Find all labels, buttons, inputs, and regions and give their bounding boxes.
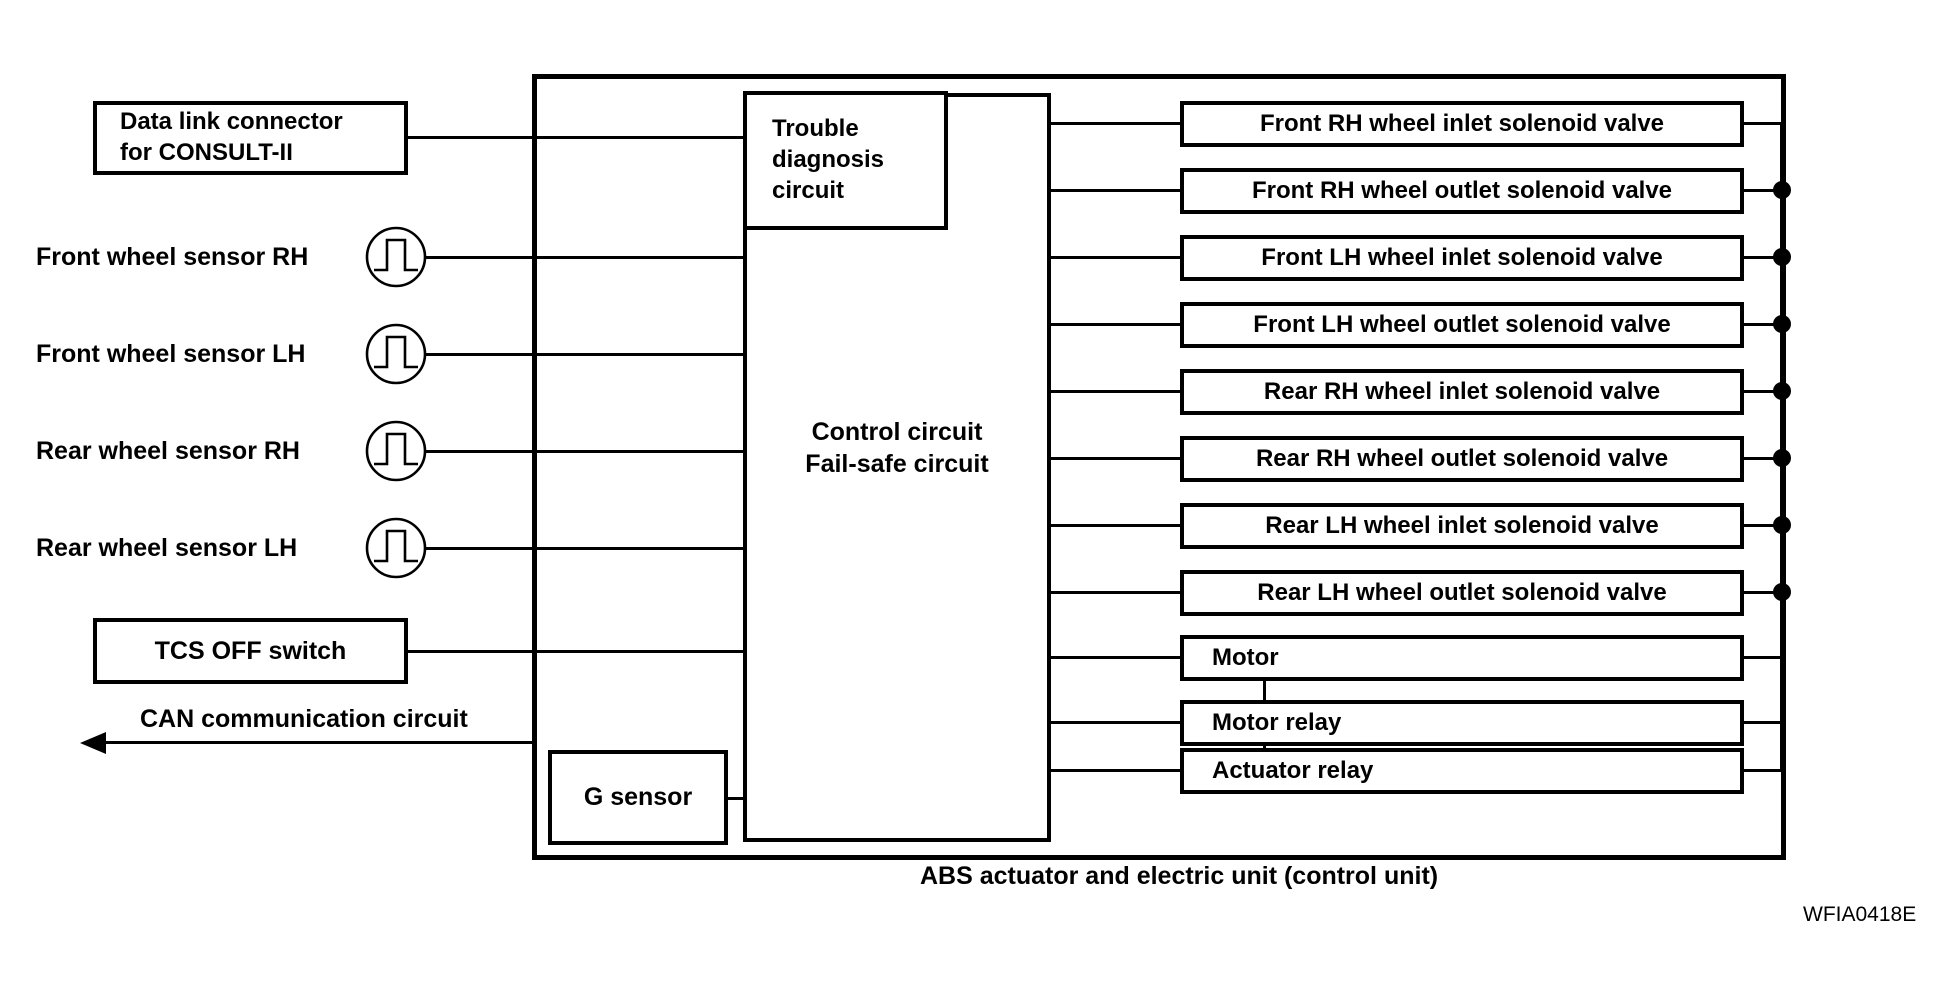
bus-junction-dot-1 (1773, 181, 1791, 199)
output-box-7[interactable]: Rear LH wheel outlet solenoid valve (1180, 570, 1744, 616)
wire-sensor-3-to-control (424, 547, 743, 550)
can-communication-label: CAN communication circuit (140, 705, 468, 733)
wire-output-10-to-bus (1742, 769, 1782, 772)
output-box-8[interactable]: Motor (1180, 635, 1744, 681)
wire-control-to-output-7 (1048, 591, 1182, 594)
output-box-0[interactable]: Front RH wheel inlet solenoid valve (1180, 101, 1744, 147)
wire-sensor-2-to-control (424, 450, 743, 453)
output-label-7: Rear LH wheel outlet solenoid valve (1257, 579, 1667, 606)
sensor-label-2: Rear wheel sensor RH (36, 437, 300, 465)
output-box-5[interactable]: Rear RH wheel outlet solenoid valve (1180, 436, 1744, 482)
bus-junction-dot-7 (1773, 583, 1791, 601)
wire-control-to-output-2 (1048, 256, 1182, 259)
wire-output-8-to-bus (1742, 656, 1782, 659)
data-link-connector-label: Data link connector for CONSULT-II (120, 108, 343, 166)
sensor-label-3: Rear wheel sensor LH (36, 534, 298, 562)
wire-output-5-to-bus (1742, 457, 1782, 460)
wire-sensor-1-to-control (424, 353, 743, 356)
pulse-sensor-icon (365, 420, 427, 482)
wire-output-0-to-bus (1742, 122, 1782, 125)
output-box-6[interactable]: Rear LH wheel inlet solenoid valve (1180, 503, 1744, 549)
wire-sensor-0-to-control (424, 256, 743, 259)
wire-control-to-output-0 (1048, 122, 1182, 125)
trouble-diagnosis-circuit-box: Trouble diagnosis circuit (743, 91, 948, 230)
output-label-8: Motor (1212, 644, 1279, 671)
wire-output-1-to-bus (1742, 189, 1782, 192)
output-box-1[interactable]: Front RH wheel outlet solenoid valve (1180, 168, 1744, 214)
wire-output-2-to-bus (1742, 256, 1782, 259)
bus-junction-dot-3 (1773, 315, 1791, 333)
wire-control-to-output-8 (1048, 656, 1182, 659)
output-box-2[interactable]: Front LH wheel inlet solenoid valve (1180, 235, 1744, 281)
output-label-6: Rear LH wheel inlet solenoid valve (1265, 512, 1659, 539)
pulse-sensor-icon (365, 323, 427, 385)
sensor-label-1: Front wheel sensor LH (36, 340, 306, 368)
wire-can-line (105, 741, 535, 744)
trouble-diagnosis-label: Trouble diagnosis circuit (772, 115, 885, 204)
output-label-0: Front RH wheel inlet solenoid valve (1259, 110, 1665, 137)
g-sensor-box: G sensor (548, 750, 728, 845)
can-arrow-icon (80, 732, 106, 754)
output-label-2: Front LH wheel inlet solenoid valve (1261, 244, 1663, 271)
wire-control-to-output-1 (1048, 189, 1182, 192)
output-label-9: Motor relay (1212, 709, 1342, 736)
wire-control-to-output-9 (1048, 721, 1182, 724)
wire-control-to-output-5 (1048, 457, 1182, 460)
tcs-off-switch-label: TCS OFF switch (154, 636, 347, 665)
output-box-4[interactable]: Rear RH wheel inlet solenoid valve (1180, 369, 1744, 415)
wire-output-9-to-bus (1742, 721, 1782, 724)
output-box-3[interactable]: Front LH wheel outlet solenoid valve (1180, 302, 1744, 348)
bus-junction-dot-4 (1773, 382, 1791, 400)
wire-motor-to-motor-relay (1263, 678, 1266, 704)
wire-control-to-output-4 (1048, 390, 1182, 393)
bus-junction-dot-5 (1773, 449, 1791, 467)
wire-tcs-to-control (408, 650, 743, 653)
wire-output-4-to-bus (1742, 390, 1782, 393)
data-link-connector-box[interactable]: Data link connector for CONSULT-II (93, 101, 408, 175)
wire-control-to-output-10 (1048, 769, 1182, 772)
wire-dlc-to-control (408, 136, 743, 139)
wire-output-7-to-bus (1742, 591, 1782, 594)
wire-output-3-to-bus (1742, 323, 1782, 326)
pulse-sensor-icon (365, 517, 427, 579)
wire-control-to-output-3 (1048, 323, 1182, 326)
pulse-sensor-icon (365, 226, 427, 288)
diagram-caption: ABS actuator and electric unit (control … (920, 862, 1439, 890)
tcs-off-switch-box[interactable]: TCS OFF switch (93, 618, 408, 684)
bus-junction-dot-2 (1773, 248, 1791, 266)
output-bus-vertical-line (1780, 122, 1783, 772)
wire-output-6-to-bus (1742, 524, 1782, 527)
output-label-10: Actuator relay (1212, 757, 1374, 784)
output-box-9[interactable]: Motor relay (1180, 700, 1744, 746)
output-label-4: Rear RH wheel inlet solenoid valve (1263, 378, 1661, 405)
figure-code-label: WFIA0418E (1803, 903, 1917, 926)
output-label-5: Rear RH wheel outlet solenoid valve (1255, 445, 1669, 472)
g-sensor-label: G sensor (583, 783, 693, 811)
wire-gsensor-to-control (726, 797, 747, 800)
control-circuit-label: Control circuit Fail-safe circuit (805, 418, 989, 478)
output-box-10[interactable]: Actuator relay (1180, 748, 1744, 794)
wire-motor-relay-to-actuator-relay (1263, 743, 1266, 752)
sensor-label-0: Front wheel sensor RH (36, 243, 309, 271)
output-label-1: Front RH wheel outlet solenoid valve (1251, 177, 1673, 204)
bus-junction-dot-6 (1773, 516, 1791, 534)
output-label-3: Front LH wheel outlet solenoid valve (1253, 311, 1671, 338)
wire-control-to-output-6 (1048, 524, 1182, 527)
